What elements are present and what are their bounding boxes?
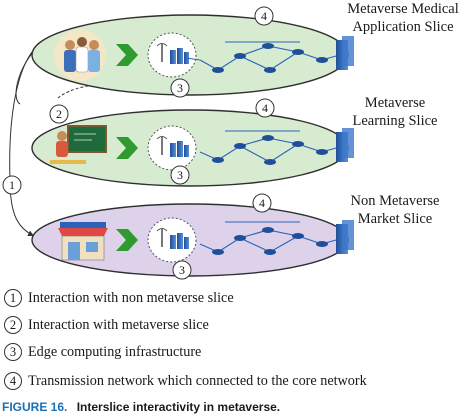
legend-number: 3 <box>4 343 22 361</box>
router-nodes <box>212 227 328 255</box>
legend-number: 2 <box>4 316 22 334</box>
edge-cloud-icon <box>147 217 197 263</box>
marker-3: 3 <box>177 168 183 182</box>
teacher-icon <box>50 125 107 164</box>
slice-label-line1: Metaverse <box>364 95 426 111</box>
legend-text: Transmission network which connected to … <box>28 372 367 389</box>
marker-4: 4 <box>259 196 265 210</box>
legend-number: 4 <box>4 372 22 390</box>
legend-text: Interaction with metaverse slice <box>28 316 209 333</box>
legend-text: Interaction with non metaverse slice <box>28 289 234 306</box>
marker-3: 3 <box>179 263 185 277</box>
chevron-right-icon <box>116 44 138 66</box>
edge-cloud-icon <box>147 125 197 171</box>
legend-item: 2 Interaction with metaverse slice <box>4 315 209 335</box>
figure-number: FIGURE 16. <box>2 400 68 414</box>
chevron-right-icon <box>116 229 138 251</box>
legend-item: 3 Edge computing infrastructure <box>4 342 201 362</box>
chevron-right-icon <box>116 137 138 159</box>
market-slice-label: Non Metaverse Market Slice <box>340 192 450 228</box>
slice-label-line1: Non Metaverse <box>350 193 440 209</box>
marker-4: 4 <box>261 9 267 23</box>
legend-item: 1 Interaction with non metaverse slice <box>4 288 234 308</box>
figure-caption: FIGURE 16. Interslice interactivity in m… <box>2 400 280 414</box>
learning-slice-label: Metaverse Learning Slice <box>340 94 450 130</box>
legend-number: 1 <box>4 289 22 307</box>
marker-2: 2 <box>56 107 62 121</box>
core-server-icon <box>336 220 354 254</box>
router-nodes <box>212 135 328 165</box>
slice-label-line2: Learning Slice <box>352 113 438 129</box>
market-store-icon <box>58 222 108 261</box>
doctors-icon <box>54 29 106 81</box>
legend-text: Edge computing infrastructure <box>28 343 202 360</box>
marker-3: 3 <box>177 81 183 95</box>
core-server-icon <box>336 36 354 70</box>
marker-1: 1 <box>9 178 15 192</box>
caption-text: Interslice interactivity in metaverse. <box>76 400 281 414</box>
medical-slice-label: Metaverse Medical Application Slice <box>332 0 474 36</box>
router-nodes <box>212 43 328 73</box>
legend-item: 4 Transmission network which connected t… <box>4 371 367 391</box>
core-server-icon <box>336 128 354 162</box>
slice-label-line2: Market Slice <box>357 211 433 227</box>
slice-label-line2: Application Slice <box>352 19 454 35</box>
slice-label-line1: Metaverse Medical <box>347 1 459 17</box>
marker-4: 4 <box>262 101 268 115</box>
edge-cloud-icon <box>147 32 197 78</box>
